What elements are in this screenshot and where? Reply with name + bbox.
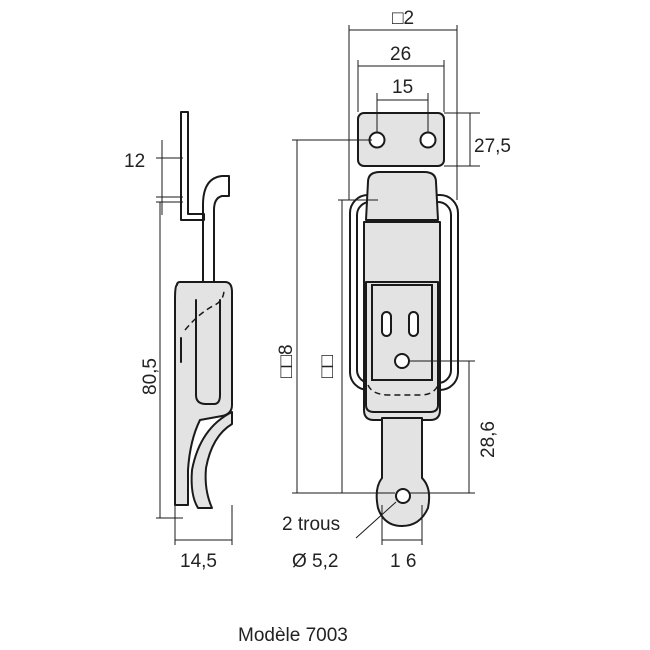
dim-bottom-width: 1 6 <box>390 551 416 572</box>
front-view: □2 26 15 27,5 □□8 □□ 28,6 1 6 <box>276 8 511 572</box>
front-bottom-hole <box>395 488 411 504</box>
side-hidden-loop <box>184 289 225 331</box>
side-curved-tail <box>190 411 233 509</box>
side-hook-plate <box>180 111 205 221</box>
front-hidden-edge <box>367 384 439 396</box>
dim-bottom-hole-height: 28,6 <box>478 421 499 458</box>
side-view: 12 80,5 14,5 <box>124 111 233 572</box>
front-hook-piece <box>365 171 439 221</box>
dim-inner-height-front: □□ <box>317 355 338 378</box>
holes-count-label: 2 trous <box>282 514 340 535</box>
side-inner-slot <box>195 299 221 405</box>
front-slot-right <box>408 311 419 337</box>
dim-top-width-mid: 26 <box>390 44 411 65</box>
side-wire-loop <box>202 175 230 381</box>
front-lever-panel <box>371 284 433 381</box>
holes-diameter-label: Ø 5,2 <box>292 551 338 572</box>
holes-leader <box>355 501 397 539</box>
dim-side-depth: 14,5 <box>180 551 217 572</box>
model-caption: Modèle 7003 <box>238 625 348 646</box>
dim-total-height-side: 80,5 <box>140 358 161 395</box>
front-top-hole-right <box>419 131 437 149</box>
front-bottom-tail <box>375 417 431 527</box>
front-rivet-hole <box>394 353 410 369</box>
dim-overall-height-front: □□8 <box>276 344 297 378</box>
dim-hook-height: 12 <box>124 151 145 172</box>
front-slot-left <box>381 311 392 337</box>
dim-plate-height: 27,5 <box>474 136 511 157</box>
dim-top-width-small: 15 <box>392 77 413 98</box>
dim-top-width-max: □2 <box>392 8 414 29</box>
